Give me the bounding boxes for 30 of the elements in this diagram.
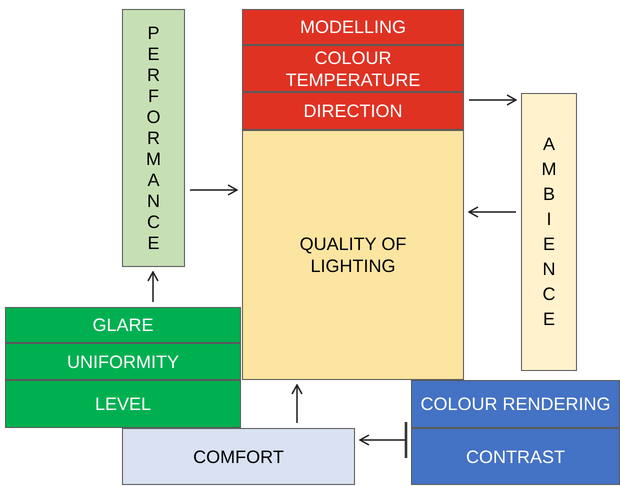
box-label: CONTRAST xyxy=(466,446,565,468)
box-label: LEVEL xyxy=(94,393,152,415)
attribute-box xyxy=(5,380,241,428)
box-label: COLOUR RENDERING xyxy=(420,393,611,415)
attribute-box xyxy=(242,92,464,130)
attribute-box xyxy=(5,343,241,380)
attribute-box xyxy=(411,380,620,428)
outcome-box xyxy=(122,428,355,485)
arrow xyxy=(147,271,159,302)
arrow xyxy=(359,420,408,460)
central-box xyxy=(242,130,464,380)
attribute-box xyxy=(411,428,620,485)
vertical-label-box xyxy=(122,9,185,267)
box-label: DIRECTION xyxy=(304,100,402,122)
arrow xyxy=(190,184,238,196)
attribute-box xyxy=(5,307,241,343)
attribute-box xyxy=(242,9,464,45)
arrow xyxy=(469,94,517,106)
box-label: GLARE xyxy=(92,314,154,336)
box-label: MODELLING xyxy=(300,16,406,38)
arrow xyxy=(291,384,303,423)
box-label: COMFORT xyxy=(193,446,284,468)
vertical-label: PERFORMANCE xyxy=(145,22,162,254)
box-label: QUALITY OF LIGHTING xyxy=(298,233,408,277)
box-label: UNIFORMITY xyxy=(67,350,179,372)
vertical-label: AMBIENCE xyxy=(540,133,558,331)
box-label: COLOUR TEMPERATURE xyxy=(284,46,422,90)
attribute-box xyxy=(242,45,464,92)
vertical-label-box xyxy=(521,93,577,371)
arrow xyxy=(468,206,516,218)
